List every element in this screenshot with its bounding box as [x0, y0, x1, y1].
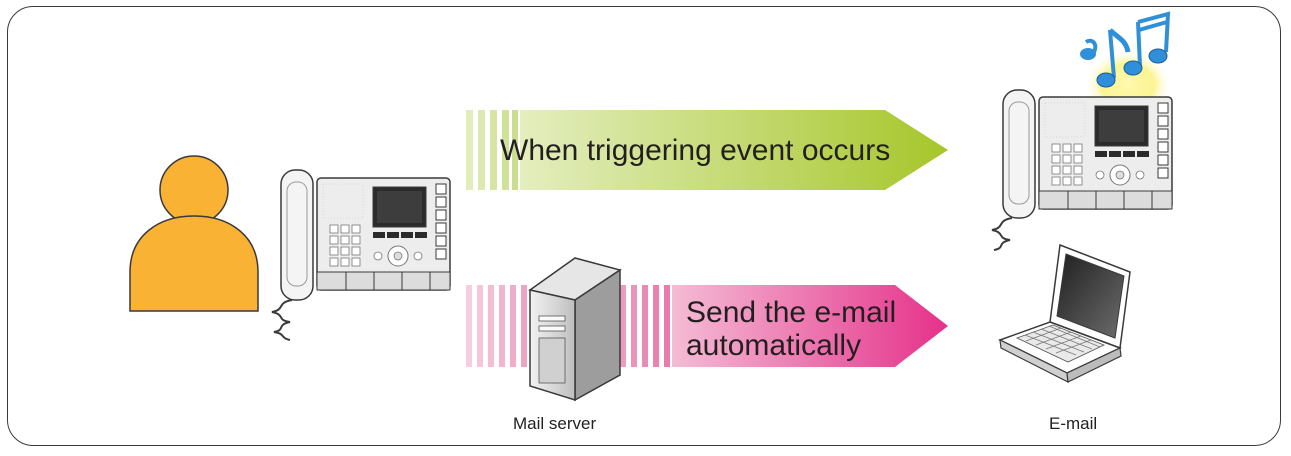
laptop-icon [998, 243, 1131, 384]
mail-server-icon [528, 257, 622, 402]
intercom-station-icon [991, 89, 1173, 251]
person-icon [129, 155, 259, 312]
email-arrow-label: Send the e-mail automatically [686, 296, 896, 362]
trigger-arrow-label: When triggering event occurs [500, 134, 891, 167]
email-caption: E-mail [1049, 414, 1098, 433]
email-arrow-label-line2: automatically [686, 329, 862, 362]
intercom-station-icon [271, 169, 451, 341]
mail-server-caption: Mail server [513, 414, 597, 433]
email-arrow-label-line1: Send the e-mail [686, 296, 897, 329]
diagram-frame [7, 6, 1281, 446]
trigger-arrow [466, 110, 948, 190]
email-arrow [466, 285, 948, 367]
